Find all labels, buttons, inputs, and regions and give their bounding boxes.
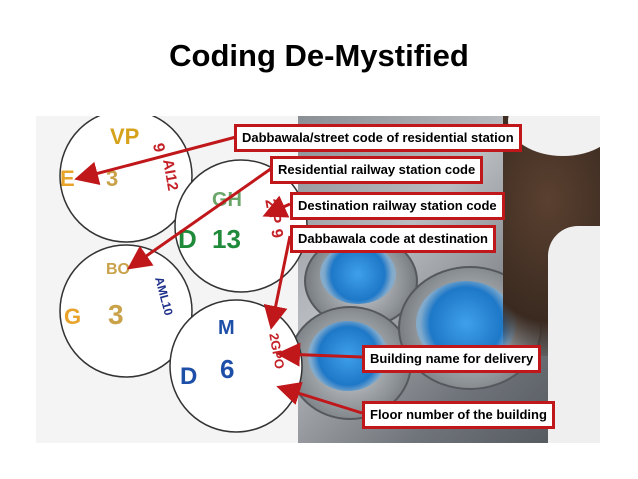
circle1-side2: AI12 xyxy=(159,158,181,192)
circle3-center: 3 xyxy=(108,299,124,330)
circle1-center: 3 xyxy=(106,166,118,191)
circle1-top: VP xyxy=(110,124,139,149)
label-dabbawala-destination: Dabbawala code at destination xyxy=(290,225,496,253)
label-floor-number: Floor number of the building xyxy=(362,401,555,429)
circle4-top: M xyxy=(218,317,235,339)
circle1-left: E xyxy=(60,166,75,191)
label-destination-station: Destination railway station code xyxy=(290,192,505,220)
label-street-code: Dabbawala/street code of residential sta… xyxy=(234,124,522,152)
label-residential-station: Residential railway station code xyxy=(270,156,484,184)
circle2-side3: 9 xyxy=(267,228,285,240)
circle4-left: D xyxy=(180,363,197,390)
label-building-name: Building name for delivery xyxy=(362,345,542,373)
circle3-left: G xyxy=(64,304,81,329)
circle3-top: BO xyxy=(106,261,130,278)
circle4-center: 6 xyxy=(220,354,234,384)
circle1-side1: 9 xyxy=(149,142,167,154)
coding-figure: VP E 3 9 AI12 GH D 13 2 P 9 BO G 3 AML10… xyxy=(36,116,600,443)
circle2-center: 13 xyxy=(212,224,241,254)
slide-title: Coding De-Mystified xyxy=(169,38,469,73)
